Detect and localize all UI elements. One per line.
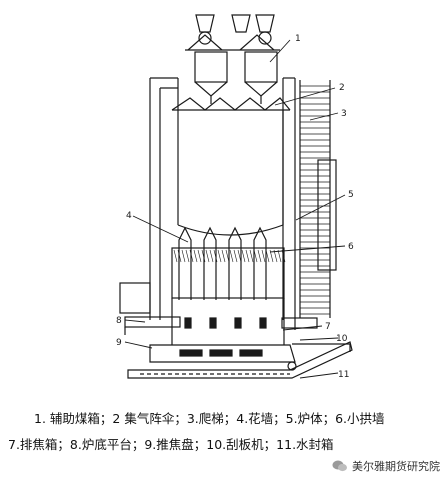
callout-4: 4 <box>126 211 132 221</box>
auxiliary-coal-box <box>194 51 278 104</box>
scraper-and-water-seal <box>127 341 353 379</box>
callout-labels: 1 2 3 4 5 6 7 8 9 10 11 <box>116 34 354 380</box>
watermark: 美尔雅期货研究院 <box>332 458 440 474</box>
furnace-diagram: 1 2 3 4 5 6 7 8 9 10 11 <box>116 14 354 380</box>
watermark-text: 美尔雅期货研究院 <box>352 460 440 473</box>
wechat-icon <box>332 459 348 473</box>
leader-lines <box>124 39 346 379</box>
callout-2: 2 <box>339 83 345 93</box>
coke-discharge-box <box>171 298 285 345</box>
top-hoppers <box>185 14 280 51</box>
callout-11: 11 <box>338 370 349 380</box>
coke-pushing-tray <box>149 344 296 363</box>
callout-7: 7 <box>325 322 331 332</box>
callout-5: 5 <box>348 190 354 200</box>
caption-line-1: 1. 辅助煤箱；2 集气阵伞；3.爬梯；4.花墙；5.炉体；6.小拱墙 <box>34 411 385 426</box>
flower-wall <box>178 226 267 300</box>
callout-3: 3 <box>341 109 347 119</box>
small-arch-wall <box>171 247 286 299</box>
callout-9: 9 <box>116 338 122 348</box>
side-box <box>119 282 151 314</box>
callout-6: 6 <box>348 242 354 252</box>
callout-10: 10 <box>336 334 348 344</box>
furnace-bottom-platform <box>124 316 318 335</box>
caption-line-2: 7.排焦箱；8.炉底平台；9.推焦盘；10.刮板机；11.水封箱 <box>8 437 334 452</box>
ladder <box>299 80 337 318</box>
callout-8: 8 <box>116 316 122 326</box>
callout-1: 1 <box>295 34 301 44</box>
furnace-body <box>149 77 296 330</box>
